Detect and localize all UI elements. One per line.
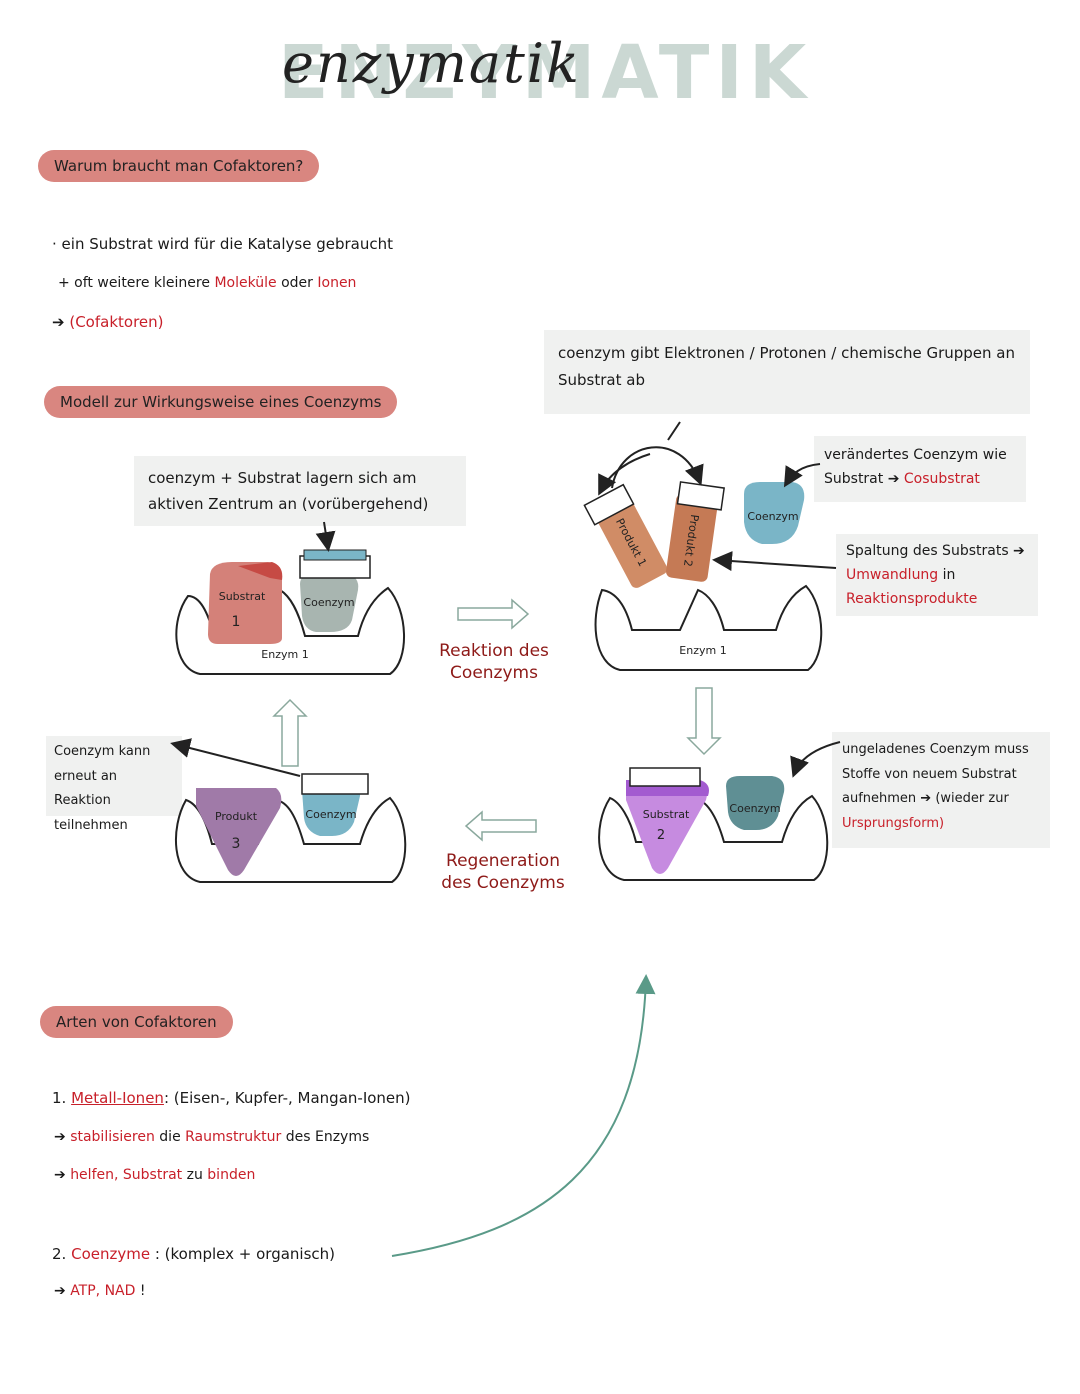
reuse-arrow [170,738,301,777]
item-2-desc: : (komplex + organisch) [154,1245,335,1263]
section-heading-types: Arten von Cofaktoren [40,1006,233,1038]
item-1-bullet-1: ➔ stabilisieren die Raumstruktur des Enz… [54,1129,370,1145]
split-box-arrow [712,551,837,572]
item-2-bullet-1: ➔ ATP, NAD ! [54,1283,146,1299]
box-uncharged: ungeladenes Coenzym muss Stoffe von neue… [832,732,1050,848]
section-heading-why: Warum braucht man Cofaktoren? [38,150,320,182]
title-script: enzymatik [282,32,581,95]
box-coenzyme-gives: coenzym gibt Elektronen / Protonen / che… [544,330,1030,414]
box-cosubstrat: Cosubstrat [903,470,980,487]
note-line-2-prefix: + oft weitere kleinere [58,275,210,291]
changed-arrow [783,463,821,488]
uncharged-arrow [790,741,841,778]
coenzym-1-shape [300,574,359,632]
box-binding: coenzym + Substrat lagern sich am aktive… [134,456,466,526]
coenzym-2-shape [726,776,785,830]
box-split: Spaltung des Substrats ➔ Umwandlung in R… [836,534,1038,616]
box-split-products: Reaktionsprodukte [846,590,978,607]
substrat-2-shape [626,780,708,874]
label-regeneration: Regeneration des Coenzyms [441,851,565,894]
box-uncharged-back: (wieder zur [935,791,1009,807]
box-changed-coenzyme: verändertes Coenzym wie Substrat ➔ Cosub… [814,436,1026,502]
label-substrat-1: Substrat [218,590,266,603]
label-substrat-2-num: 2 [656,828,666,843]
produkt-1-shape [593,493,668,588]
regeneration-arrow [464,810,537,842]
substrat-2-box [629,767,701,787]
label-coenzym-1: Coenzym [303,596,355,609]
split-arrow-left [598,453,651,496]
note-or: oder [281,275,313,291]
note-line-1: · ein Substrat wird für die Katalyse geb… [52,235,393,253]
coenzyme-link-curve [391,974,656,1257]
item-1-b1-rest: des Enzyms [285,1129,370,1145]
reaction-arrow [457,598,530,630]
item-2-examples: ATP, NAD [70,1283,136,1299]
cofactor-item-1: 1. Metall-Ionen: (Eisen-, Kupfer-, Manga… [52,1089,411,1107]
box-split-text: Spaltung des Substrats [846,543,1009,559]
note-ions: Ionen [317,275,357,291]
label-substrat-1-num: 1 [231,614,241,630]
label-enzym-1-left: Enzym 1 [261,648,309,661]
label-coenzym-changed: Coenzym [747,510,799,523]
substrat-1-shape [208,562,282,644]
coenzym-3-box [301,773,369,795]
note-cofactors: (Cofaktoren) [69,313,164,331]
substrat-1-top [238,562,283,580]
box-uncharged-text: ungeladenes Coenzym muss Stoffe von neue… [842,742,1029,807]
label-produkt-3: Produkt [214,810,258,823]
item-1-desc: (Eisen-, Kupfer-, Mangan-Ionen) [173,1089,411,1107]
coenzym-changed-shape [744,482,805,544]
enzyme-1-right [594,584,823,671]
section-heading-model: Modell zur Wirkungsweise eines Coenzyms [44,386,398,418]
split-arrow-curve [611,446,704,489]
note-line-3: ➔ (Cofaktoren) [52,313,164,331]
split-arrow-stem [667,421,681,441]
item-1-b1-verb: stabilisieren [70,1129,155,1145]
box-uncharged-origin: Ursprungsform) [842,816,945,832]
title-outline: ENZYMATIK [278,30,813,116]
item-1-b1-structure: Raumstruktur [185,1129,282,1145]
up-arrow [272,698,308,767]
label-produkt-3-num: 3 [231,836,241,852]
note-molecules: Moleküle [214,275,277,291]
label-enzym-1-right: Enzym 1 [679,644,727,657]
produkt-2-shape [666,494,718,582]
item-2-label: Coenzyme [71,1245,151,1263]
item-1-b2-bind: binden [207,1167,256,1183]
note-line-1-text: ein Substrat wird für die Katalyse gebra… [61,235,393,253]
item-2-number: 2. [52,1245,67,1263]
item-1-b2-substrat: Substrat [122,1167,183,1183]
label-reaction: Reaktion des Coenzyms [439,641,549,684]
item-1-b1-article: die [159,1129,181,1145]
label-coenzym-3: Coenzym [305,808,357,821]
box-changed-text: verändertes Coenzym wie Substrat [824,447,1007,487]
cofactor-item-2: 2. Coenzyme : (komplex + organisch) [52,1242,335,1266]
box-split-conversion: Umwandlung [846,566,939,583]
item-1-b2-to: zu [186,1167,203,1183]
produkt-3-shape [196,788,282,876]
note-line-2: + oft weitere kleinere Moleküle oder Ion… [58,272,356,294]
item-2-exclaim: ! [139,1283,146,1299]
box-reuse: Coenzym kann erneut an Reaktion teilnehm… [46,736,182,833]
label-substrat-2: Substrat [642,808,690,821]
bind-arrow [315,521,336,552]
item-1-number: 1. [52,1089,67,1107]
item-1-label: Metall-Ionen [71,1089,164,1107]
item-1-bullet-2: ➔ helfen, Substrat zu binden [54,1167,256,1183]
label-coenzym-2: Coenzym [729,802,781,815]
coenzym-1-box-top [303,549,367,561]
box-split-in: in [942,566,956,583]
down-arrow [686,687,722,756]
item-1-b2-verb: helfen, [70,1167,119,1183]
